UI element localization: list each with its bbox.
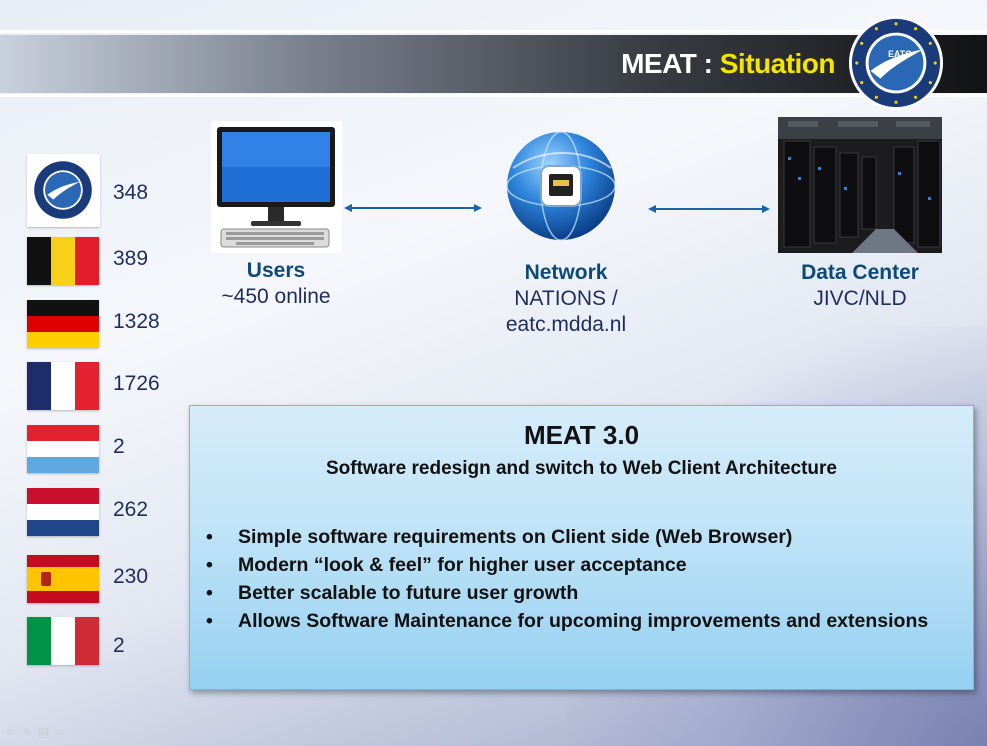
flag-france <box>27 362 99 410</box>
flag-belgium <box>27 237 99 285</box>
title-prefix: MEAT : <box>621 48 720 79</box>
meat3-info-box: MEAT 3.0 Software redesign and switch to… <box>189 405 974 690</box>
flag-row-germany: 1328 <box>27 300 187 348</box>
title-underline <box>0 94 987 97</box>
datacenter-photo <box>778 117 942 253</box>
users-label: Users ~450 online <box>196 258 356 310</box>
flag-italy <box>27 617 99 665</box>
count-belgium: 389 <box>113 247 149 270</box>
flag-eatc <box>27 154 100 227</box>
title-band <box>0 35 987 93</box>
network-label: Network NATIONS / eatc.mdda.nl <box>476 260 656 338</box>
count-spain: 230 <box>113 565 149 588</box>
network-line2: eatc.mdda.nl <box>505 313 627 336</box>
datacenter-line1: JIVC/NLD <box>813 287 907 310</box>
network-globe-icon <box>506 131 616 241</box>
bullet-item: •Allows Software Maintenance for upcomin… <box>200 608 960 635</box>
flag-row-luxembourg: 2 <box>27 425 187 473</box>
next-slide-icon[interactable]: ⇨ <box>55 725 72 739</box>
bullet-list: •Simple software requirements on Client … <box>200 524 960 636</box>
count-luxembourg: 2 <box>113 435 125 458</box>
spain-coat-of-arms-icon <box>41 572 51 586</box>
flag-row-netherlands: 262 <box>27 488 187 536</box>
flag-germany <box>27 300 99 348</box>
flag-row-belgium: 389 <box>27 237 187 285</box>
slide-title: MEAT : Situation <box>621 48 835 80</box>
bullet-dot-icon: • <box>206 554 213 576</box>
count-italy: 2 <box>113 634 125 657</box>
bullet-dot-icon: • <box>206 526 213 548</box>
top-rule <box>0 30 987 33</box>
users-title: Users <box>246 259 306 282</box>
bullet-item: •Modern “look & feel” for higher user ac… <box>200 552 960 579</box>
datacenter-title: Data Center <box>801 261 919 284</box>
users-online: ~450 online <box>221 285 331 308</box>
prev-slide-icon[interactable]: ⇦ <box>6 725 23 739</box>
pen-icon[interactable]: ✎ <box>22 725 39 739</box>
datacenter-label: Data Center JIVC/NLD <box>770 260 950 312</box>
count-germany: 1328 <box>113 310 160 333</box>
title-accent: Situation <box>719 48 836 79</box>
network-line1: NATIONS / <box>514 287 618 310</box>
count-france: 1726 <box>113 372 160 395</box>
count-eatc: 348 <box>113 181 149 204</box>
count-netherlands: 262 <box>113 498 149 521</box>
flag-netherlands <box>27 488 99 536</box>
slide-nav[interactable]: ⇦✎▤⇨ <box>6 725 72 739</box>
flag-row-spain: 230 <box>27 555 187 603</box>
eatc-small-logo-icon <box>34 161 92 219</box>
flag-spain <box>27 555 99 603</box>
bullet-item: •Better scalable to future user growth <box>200 580 960 607</box>
bullet-dot-icon: • <box>206 582 213 604</box>
flag-row-france: 1726 <box>27 362 187 410</box>
eatc-logo: EATC <box>848 15 944 111</box>
box-subtitle: Software redesign and switch to Web Clie… <box>326 458 837 479</box>
box-title: MEAT 3.0 <box>523 420 640 450</box>
flag-row-italy: 2 <box>27 617 187 665</box>
network-datacenter-arrow <box>648 205 770 213</box>
flag-luxembourg <box>27 425 99 473</box>
bullet-item: •Simple software requirements on Client … <box>200 524 960 551</box>
network-title: Network <box>524 261 608 284</box>
users-network-arrow <box>344 204 482 212</box>
menu-icon[interactable]: ▤ <box>38 725 56 739</box>
logo-text: EATC <box>888 49 912 59</box>
bullet-dot-icon: • <box>206 610 213 632</box>
computer-icon <box>211 121 342 253</box>
